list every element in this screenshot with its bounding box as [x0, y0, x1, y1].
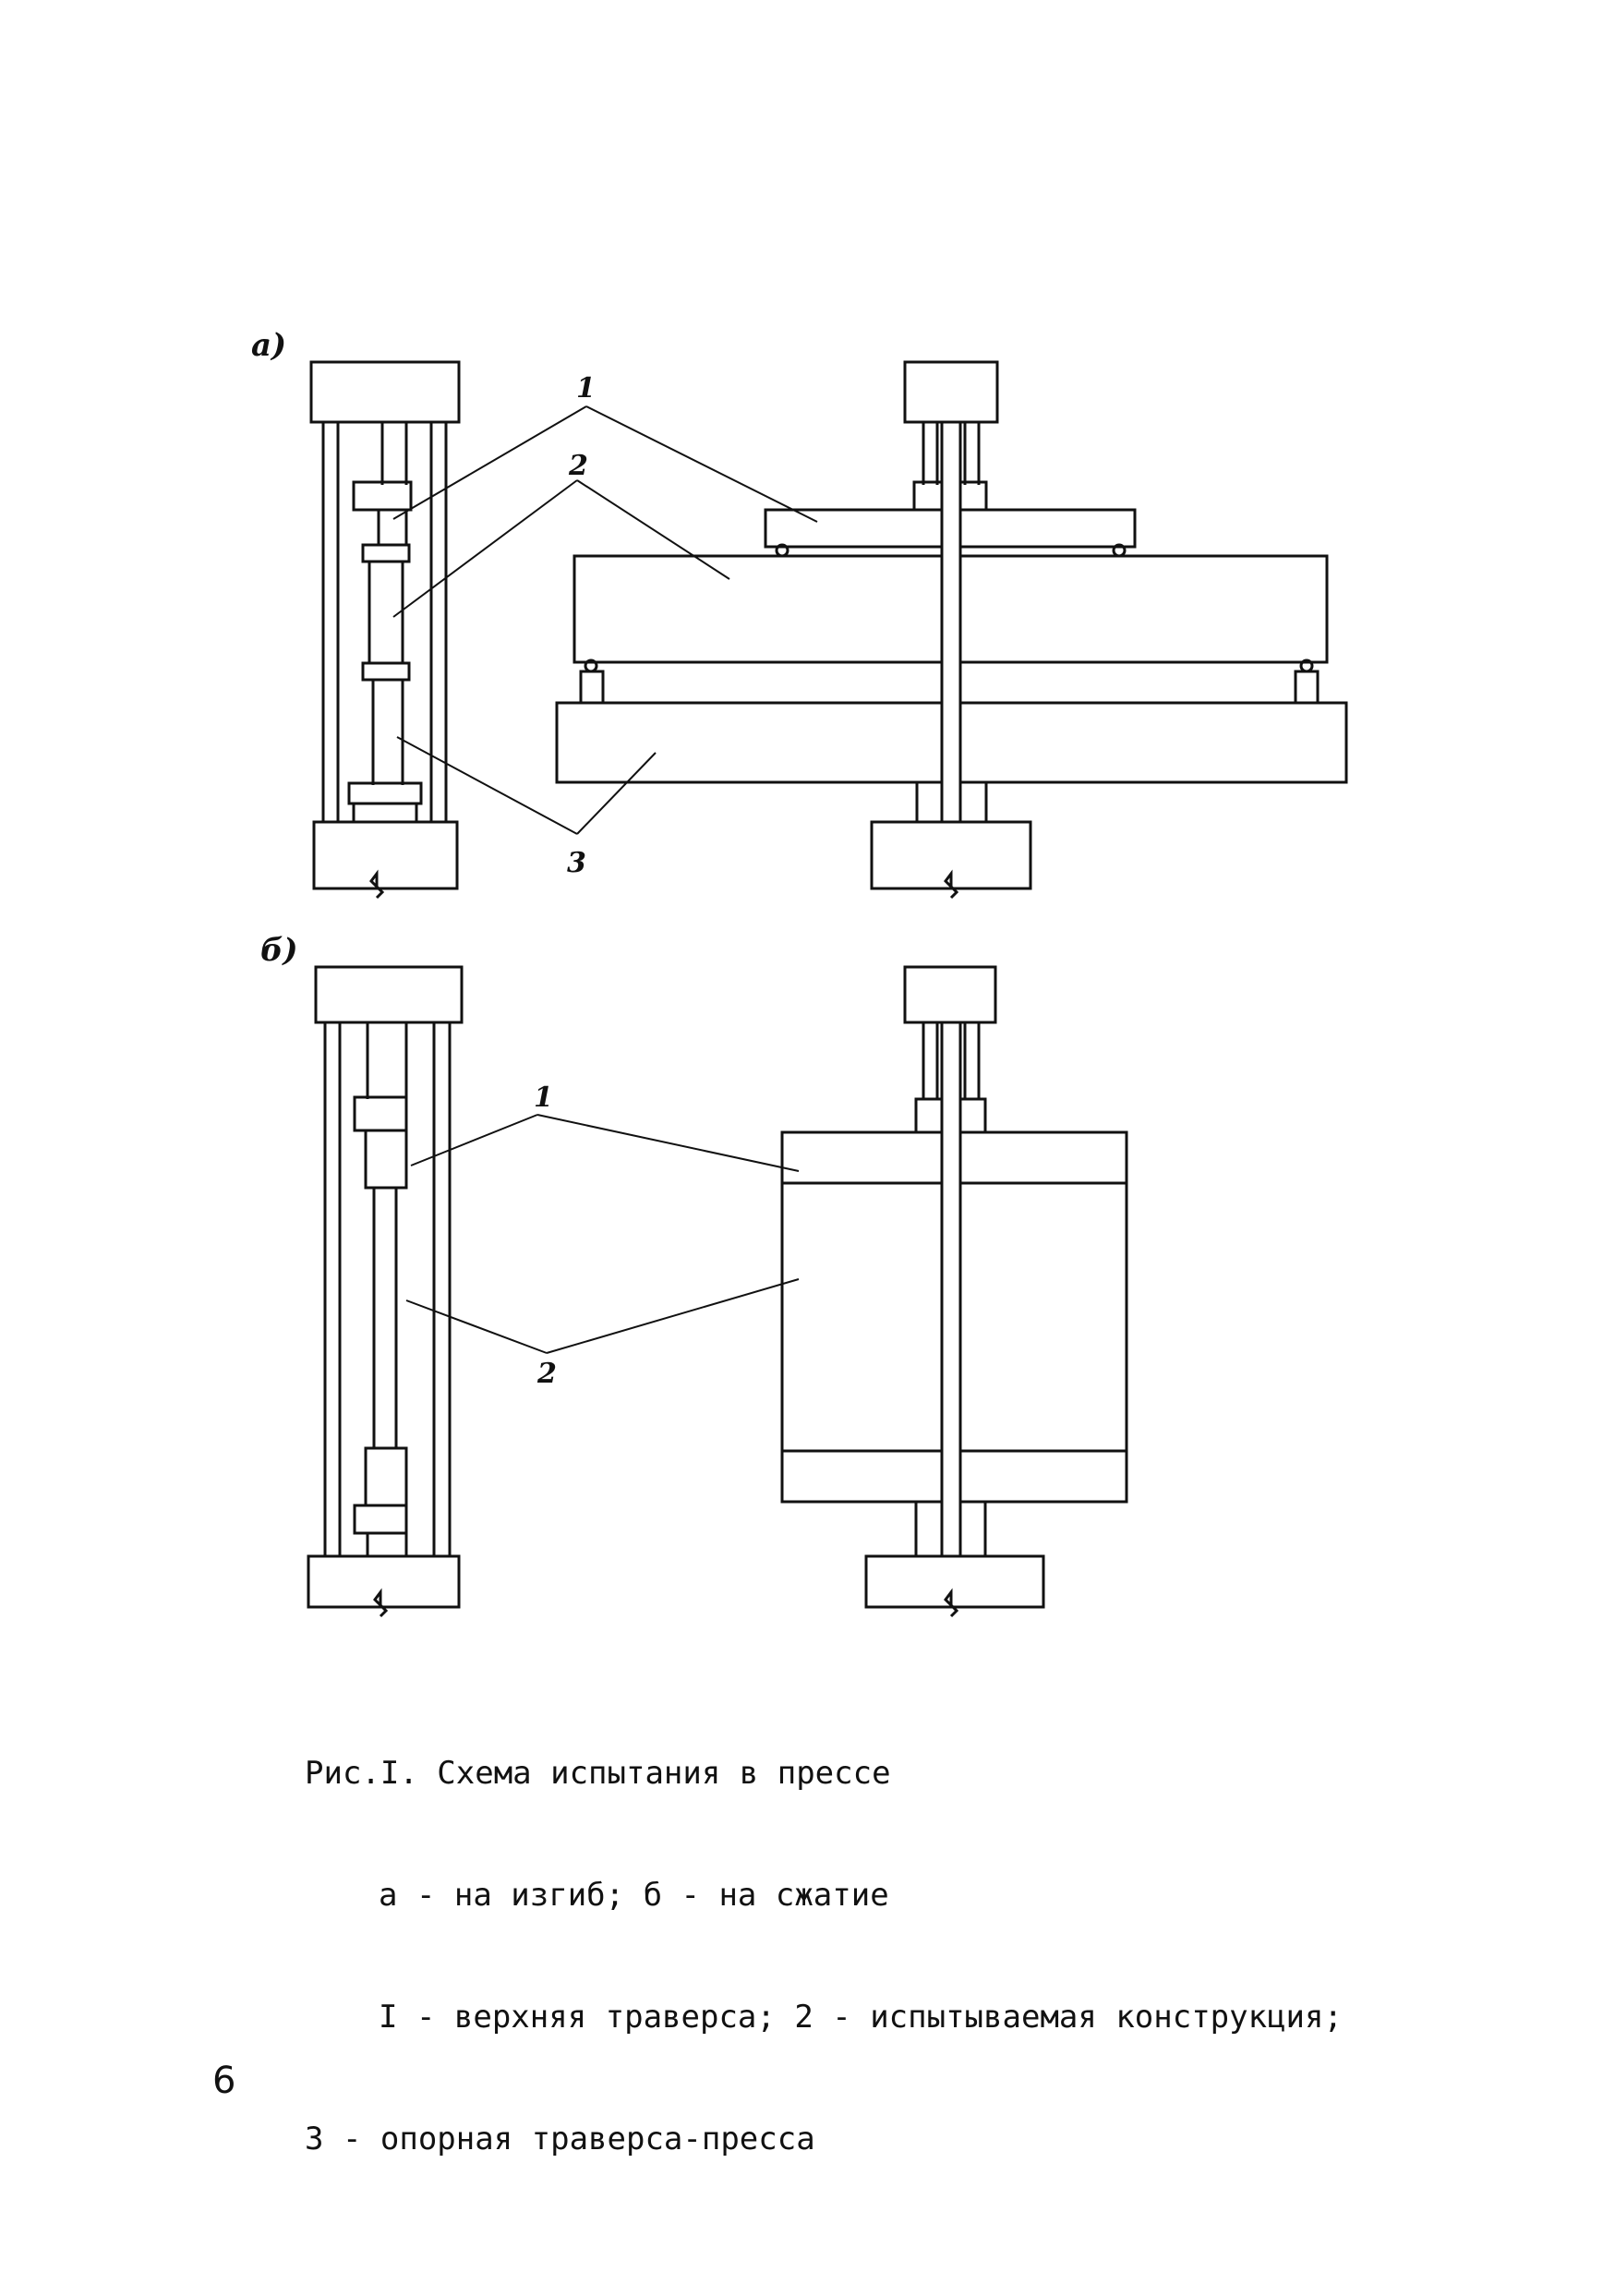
upper-crosshead	[903, 360, 999, 424]
break-mark	[369, 869, 385, 900]
lower-traverse-side	[364, 1446, 408, 1507]
panel-b-front-view	[780, 965, 1128, 1618]
press-base	[864, 1554, 1045, 1609]
upper-traverse-side	[361, 543, 411, 563]
panel-a-label: а)	[251, 327, 286, 364]
break-mark	[944, 869, 959, 900]
callout-2-b: 2	[536, 1358, 557, 1390]
panel-b-side-view	[307, 965, 464, 1618]
callout-2-a: 2	[568, 450, 588, 482]
callout-3-a: 3	[567, 847, 586, 879]
support-block	[1294, 670, 1320, 705]
caption-line-2: а - на изгиб; б - на сжатие	[379, 1877, 889, 1914]
upper-crosshead	[309, 360, 461, 424]
caption-title: Рис.I. Схема испытания в прессе	[305, 1755, 891, 1792]
panel-a-side-view	[309, 360, 461, 900]
central-column	[940, 1021, 962, 1558]
press-base	[312, 820, 459, 890]
upper-traverse-side	[364, 1129, 408, 1190]
break-mark	[944, 1588, 959, 1618]
support-block	[579, 670, 605, 705]
page-number: 6	[212, 2060, 236, 2102]
panel-b-label: б)	[260, 932, 298, 969]
panel-a-front-view	[555, 360, 1348, 900]
lower-traverse-side	[361, 661, 411, 682]
figure-caption: Рис.I. Схема испытания в прессе а - на и…	[305, 1672, 1343, 2241]
press-base	[307, 1554, 461, 1609]
lower-platen	[347, 781, 423, 805]
panel-a-callouts	[392, 405, 818, 835]
specimen-side	[372, 1186, 398, 1450]
central-column	[940, 420, 962, 824]
lower-platen-base	[352, 802, 418, 824]
caption-line-4: 3 - опорная траверса-пресса	[305, 2121, 815, 2157]
upper-platen	[352, 480, 413, 512]
upper-crosshead	[903, 965, 997, 1024]
upper-crosshead	[314, 965, 464, 1024]
lower-platen	[353, 1504, 408, 1535]
callout-1-a: 1	[576, 372, 596, 405]
callout-1-b: 1	[534, 1082, 553, 1114]
caption-line-3: I - верхняя траверса; 2 - испытываемая к…	[379, 1999, 1343, 2036]
upper-platen	[353, 1095, 408, 1132]
specimen-side	[368, 560, 404, 665]
panel-b-callouts	[405, 1114, 800, 1354]
break-mark	[373, 1588, 389, 1618]
